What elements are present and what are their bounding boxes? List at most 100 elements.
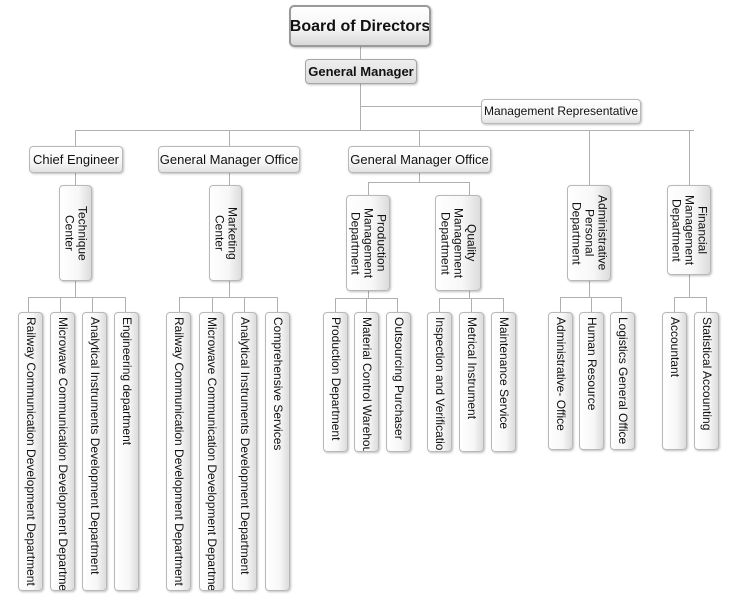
leaf-box: Statistical Accounting xyxy=(694,312,719,450)
financial-management-department-box: Financial Management Department xyxy=(667,185,711,275)
connector-line xyxy=(368,182,469,183)
leaf-label: Analytical Instruments Development Depar… xyxy=(88,317,102,575)
leaf-box: Microwave Communication Development Depa… xyxy=(199,312,224,591)
leaf-label: Railway Communication Development Depart… xyxy=(24,317,38,586)
connector-line xyxy=(689,275,690,298)
connector-line xyxy=(419,173,420,182)
chief-engineer-box: Chief Engineer xyxy=(29,146,123,173)
leaf-label: Material Control Warehouse xyxy=(360,317,374,452)
connector-line xyxy=(621,297,622,312)
connector-line xyxy=(368,291,369,299)
gm-office-box-2: General Manager Office xyxy=(348,146,491,173)
leaf-box: Human Resource xyxy=(579,312,604,450)
leaf-box: Outsourcing Purchaser xyxy=(386,312,411,452)
gm-office-label-1: General Manager Office xyxy=(159,152,299,167)
connector-line xyxy=(28,297,29,312)
technique-center-label: Technique Center xyxy=(62,205,90,261)
connector-line xyxy=(674,297,675,312)
leaf-box: Railway Communication Development Depart… xyxy=(166,312,191,591)
leaf-label: Inspection and Verification xyxy=(433,317,447,452)
leaf-label: Statistical Accounting xyxy=(700,317,714,431)
leaf-label: Administrative- Office xyxy=(554,317,568,431)
connector-line xyxy=(706,297,707,312)
marketing-center-label: Marketing Center xyxy=(212,206,240,260)
connector-line xyxy=(674,297,707,298)
general-manager-box: General Manager xyxy=(305,59,417,84)
connector-line xyxy=(419,130,420,147)
quality-management-department-box: Quality Management Department xyxy=(435,195,481,291)
connector-line xyxy=(397,298,398,312)
connector-line xyxy=(591,297,592,312)
connector-line xyxy=(368,182,369,195)
connector-line xyxy=(60,297,61,312)
connector-line xyxy=(244,297,245,312)
leaf-box: Microwave Communication Development Depa… xyxy=(50,312,75,591)
quality-management-department-label: Quality Management Department xyxy=(438,207,479,279)
leaf-box: Railway Communication Development Depart… xyxy=(18,312,43,591)
connector-line xyxy=(277,297,278,312)
connector-line xyxy=(229,281,230,298)
connector-line xyxy=(179,297,278,298)
leaf-box: Comprehensive Services xyxy=(265,312,290,591)
leaf-label: Analytical Instruments Development Depar… xyxy=(238,317,252,575)
leaf-label: Human Resource xyxy=(585,317,599,411)
production-management-department-box: Production Management Department xyxy=(346,195,390,291)
production-management-department-label: Production Management Department xyxy=(348,207,389,279)
connector-line xyxy=(92,297,93,312)
leaf-box: Analytical Instruments Development Depar… xyxy=(82,312,107,591)
leaf-label: Maintenance Service xyxy=(497,317,511,430)
administrative-personal-department-label: Administrative Personal Department xyxy=(569,195,610,271)
connector-line xyxy=(689,130,690,185)
marketing-center-box: Marketing Center xyxy=(209,185,242,281)
leaf-label: Accountant xyxy=(668,317,682,378)
leaf-label: Railway Communication Development Depart… xyxy=(172,317,186,586)
chief-engineer-label: Chief Engineer xyxy=(33,152,119,167)
connector-line xyxy=(75,281,76,298)
connector-line xyxy=(75,173,76,185)
leaf-box: Material Control Warehouse xyxy=(354,312,379,452)
connector-line xyxy=(560,297,561,312)
leaf-label: Microwave Communication Development Depa… xyxy=(56,317,70,591)
connector-line xyxy=(212,297,213,312)
connector-line xyxy=(469,291,470,299)
gm-office-label-2: General Manager Office xyxy=(350,152,489,167)
connector-line xyxy=(366,298,367,312)
connector-line xyxy=(179,297,180,312)
connector-line xyxy=(28,297,126,298)
connector-line xyxy=(471,298,472,312)
leaf-box: Maintenance Service xyxy=(491,312,516,452)
leaf-box: Administrative- Office xyxy=(548,312,573,450)
connector-line xyxy=(589,281,590,298)
leaf-label: Metrical Instrument xyxy=(465,317,479,420)
leaf-box: Accountant xyxy=(662,312,687,450)
connector-line xyxy=(469,182,470,195)
board-of-directors-box: Board of Directors xyxy=(289,5,431,47)
management-representative-box: Management Representative xyxy=(481,99,641,124)
connector-line xyxy=(229,173,230,185)
connector-line xyxy=(589,130,590,185)
connector-line xyxy=(229,130,230,147)
leaf-label: Logistics General Office xyxy=(616,317,630,445)
leaf-label: Engineering department xyxy=(120,317,134,446)
leaf-label: Outsourcing Purchaser xyxy=(392,317,406,440)
connector-line xyxy=(360,106,481,107)
financial-management-department-label: Financial Management Department xyxy=(669,194,710,266)
leaf-box: Metrical Instrument xyxy=(459,312,484,452)
leaf-label: Production Department xyxy=(329,317,343,441)
connector-line xyxy=(360,45,361,61)
leaf-box: Engineering department xyxy=(114,312,139,591)
leaf-box: Analytical Instruments Development Depar… xyxy=(232,312,257,591)
leaf-label: Comprehensive Services xyxy=(271,317,285,451)
connector-line xyxy=(439,298,440,312)
connector-line xyxy=(125,297,126,312)
board-of-directors-label: Board of Directors xyxy=(289,17,431,35)
general-manager-label: General Manager xyxy=(308,64,414,79)
connector-line xyxy=(335,298,336,312)
management-representative-label: Management Representative xyxy=(483,104,639,118)
gm-office-box-1: General Manager Office xyxy=(158,146,300,173)
leaf-box: Logistics General Office xyxy=(610,312,635,450)
technique-center-box: Technique Center xyxy=(59,185,92,281)
connector-line xyxy=(75,130,76,147)
leaf-box: Inspection and Verification xyxy=(427,312,452,452)
